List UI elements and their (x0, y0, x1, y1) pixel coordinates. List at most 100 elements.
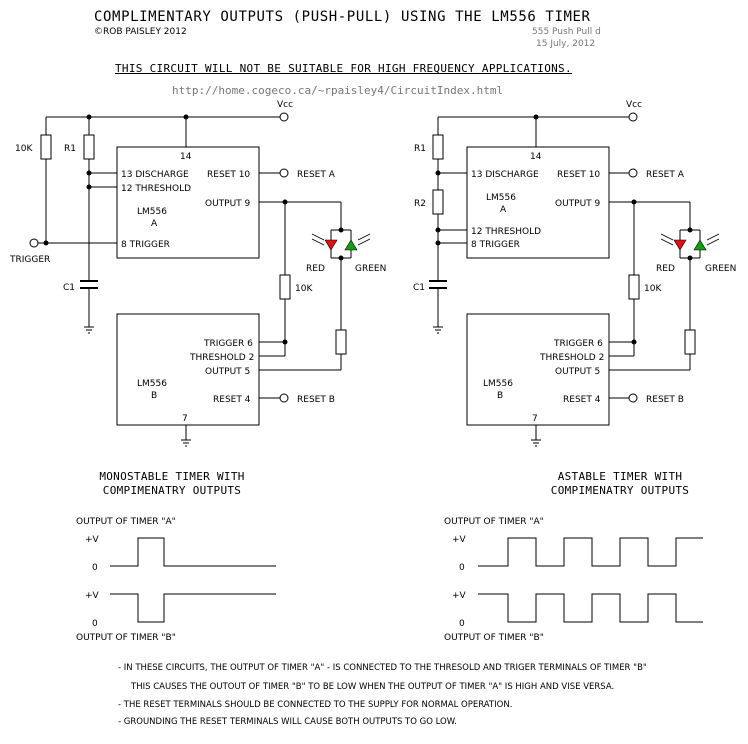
reset-a-label-left: RESET A (297, 170, 336, 180)
left-circuit (29, 112, 352, 447)
wave-plusv-b-left: +V (85, 591, 100, 601)
led-red-label-left: RED (306, 264, 325, 274)
wave-zero-b-right: 0 (459, 619, 465, 629)
reset-a-label-right: RESET A (646, 170, 685, 180)
led-red-right-icon (673, 239, 687, 251)
pin2-right: THRESHOLD 2 (539, 353, 604, 363)
note-3: - THE RESET TERMINALS SHOULD BE CONNECTE… (118, 700, 513, 710)
caption-astable-line1: ASTABLE TIMER WITH (557, 470, 683, 483)
reset-b-label-left: RESET B (297, 395, 335, 405)
pin12-right: 12 THRESHOLD (471, 227, 541, 237)
led-green-label-right: GREEN (705, 264, 736, 274)
trigger-in-label: TRIGGER (9, 255, 50, 265)
pin5-left: OUTPUT 5 (205, 367, 250, 377)
r2-label-right: R2 (414, 199, 426, 209)
resistor-r1-left (83, 134, 95, 160)
waveform-mono-a (110, 537, 276, 567)
r-out-label-left: 10K (295, 284, 313, 294)
resistor-r2-right (432, 189, 444, 215)
resistor-led-left (335, 329, 347, 355)
reset-a-terminal-left (279, 168, 289, 178)
resistor-led-right (684, 329, 696, 355)
vcc-terminal-right (628, 112, 638, 122)
resistor-10k-left (40, 134, 52, 160)
note-4: - GROUNDING THE RESET TERMINALS WILL CAU… (118, 717, 457, 727)
pin7-right: 7 (532, 414, 538, 424)
warning-text: THIS CIRCUIT WILL NOT BE SUITABLE FOR HI… (115, 62, 572, 75)
reset-b-label-right: RESET B (646, 395, 684, 405)
vcc-label-right: Vcc (626, 100, 642, 110)
pin5-right: OUTPUT 5 (555, 367, 600, 377)
pin9-right: OUTPUT 9 (555, 199, 601, 209)
wave-label-a-right: OUTPUT OF TIMER "A" (444, 517, 544, 527)
pin6-left: TRIGGER 6 (203, 339, 253, 349)
pin9-left: OUTPUT 9 (205, 199, 251, 209)
chip-b-name-left: LM556 (137, 379, 167, 389)
pin4-right: RESET 4 (563, 395, 601, 405)
led-green-label-left: GREEN (355, 264, 386, 274)
wave-zero-a-right: 0 (459, 563, 465, 573)
note-1: - IN THESE CIRCUITS, THE OUTPUT OF TIMER… (118, 663, 647, 673)
pin13-left: 13 DISCHARGE (121, 170, 189, 180)
pin10-left: RESET 10 (207, 170, 250, 180)
note-2: THIS CAUSES THE OUTOUT OF TIMER "B" TO B… (131, 682, 615, 692)
wave-plusv-a-right: +V (452, 535, 467, 545)
pin14-right: 14 (530, 152, 542, 162)
chip-a-name-right: LM556 (486, 193, 516, 203)
r-10k-label: 10K (15, 144, 33, 154)
led-green-left-icon (344, 239, 358, 251)
caption-monostable-line2: COMPIMENATRY OUTPUTS (102, 484, 242, 497)
chip-a-unit-left: A (151, 219, 158, 229)
r1-label-right: R1 (414, 144, 426, 154)
chip-b-name-right: LM556 (483, 379, 513, 389)
pin7-left: 7 (182, 414, 188, 424)
wave-zero-a-left: 0 (92, 563, 98, 573)
wave-label-b-right: OUTPUT OF TIMER "B" (444, 633, 544, 643)
pin14-left: 14 (180, 152, 192, 162)
reset-a-terminal-right (628, 168, 638, 178)
waveform-mono-b (110, 593, 276, 623)
pin12-left: 12 THRESHOLD (121, 184, 191, 194)
reset-b-terminal-right (628, 393, 638, 403)
wave-plusv-a-left: +V (85, 535, 100, 545)
resistor-10k-out-right (628, 274, 640, 300)
pin4-left: RESET 4 (213, 395, 251, 405)
chip-b-left (116, 313, 260, 426)
c1-label-left: C1 (63, 283, 75, 293)
date: 15 July, 2012 (536, 39, 596, 49)
chip-a-name-left: LM556 (137, 207, 167, 217)
pin8-right: 8 TRIGGER (471, 240, 520, 250)
pin6-right: TRIGGER 6 (553, 339, 603, 349)
page-title: COMPLIMENTARY OUTPUTS (PUSH-PULL) USING … (94, 9, 591, 25)
reset-b-terminal-left (279, 393, 289, 403)
wave-zero-b-left: 0 (92, 619, 98, 629)
waveform-astable-b (478, 593, 703, 623)
wave-plusv-b-right: +V (452, 591, 467, 601)
chip-a-unit-right: A (500, 205, 507, 215)
caption-monostable: MONOSTABLE TIMER WITH COMPIMENATRY OUTPU… (72, 470, 272, 498)
pin2-left: THRESHOLD 2 (189, 353, 254, 363)
chip-b-unit-right: B (497, 391, 503, 401)
copyright: ©ROB PAISLEY 2012 (94, 27, 187, 37)
led-green-right-icon (693, 239, 707, 251)
pin13-right: 13 DISCHARGE (471, 170, 539, 180)
source-link[interactable]: http://home.cogeco.ca/~rpaisley4/Circuit… (172, 84, 504, 97)
chip-b-right (466, 313, 610, 426)
resistor-10k-out-left (279, 274, 291, 300)
r1-label-left: R1 (64, 144, 76, 154)
trigger-terminal (29, 238, 39, 248)
right-circuit (429, 112, 701, 447)
chip-b-unit-left: B (151, 391, 157, 401)
caption-astable: ASTABLE TIMER WITH COMPIMENATRY OUTPUTS (520, 470, 720, 498)
led-rays-icon (311, 233, 720, 246)
caption-monostable-line1: MONOSTABLE TIMER WITH (99, 470, 245, 483)
led-red-left-icon (324, 239, 338, 251)
pin10-right: RESET 10 (557, 170, 600, 180)
vcc-label-left: Vcc (277, 100, 293, 110)
caption-astable-line2: COMPIMENATRY OUTPUTS (550, 484, 690, 497)
vcc-terminal-left (279, 112, 289, 122)
resistor-r1-right (432, 134, 444, 160)
waveform-astable-a (478, 537, 703, 567)
r-out-label-right: 10K (644, 284, 662, 294)
